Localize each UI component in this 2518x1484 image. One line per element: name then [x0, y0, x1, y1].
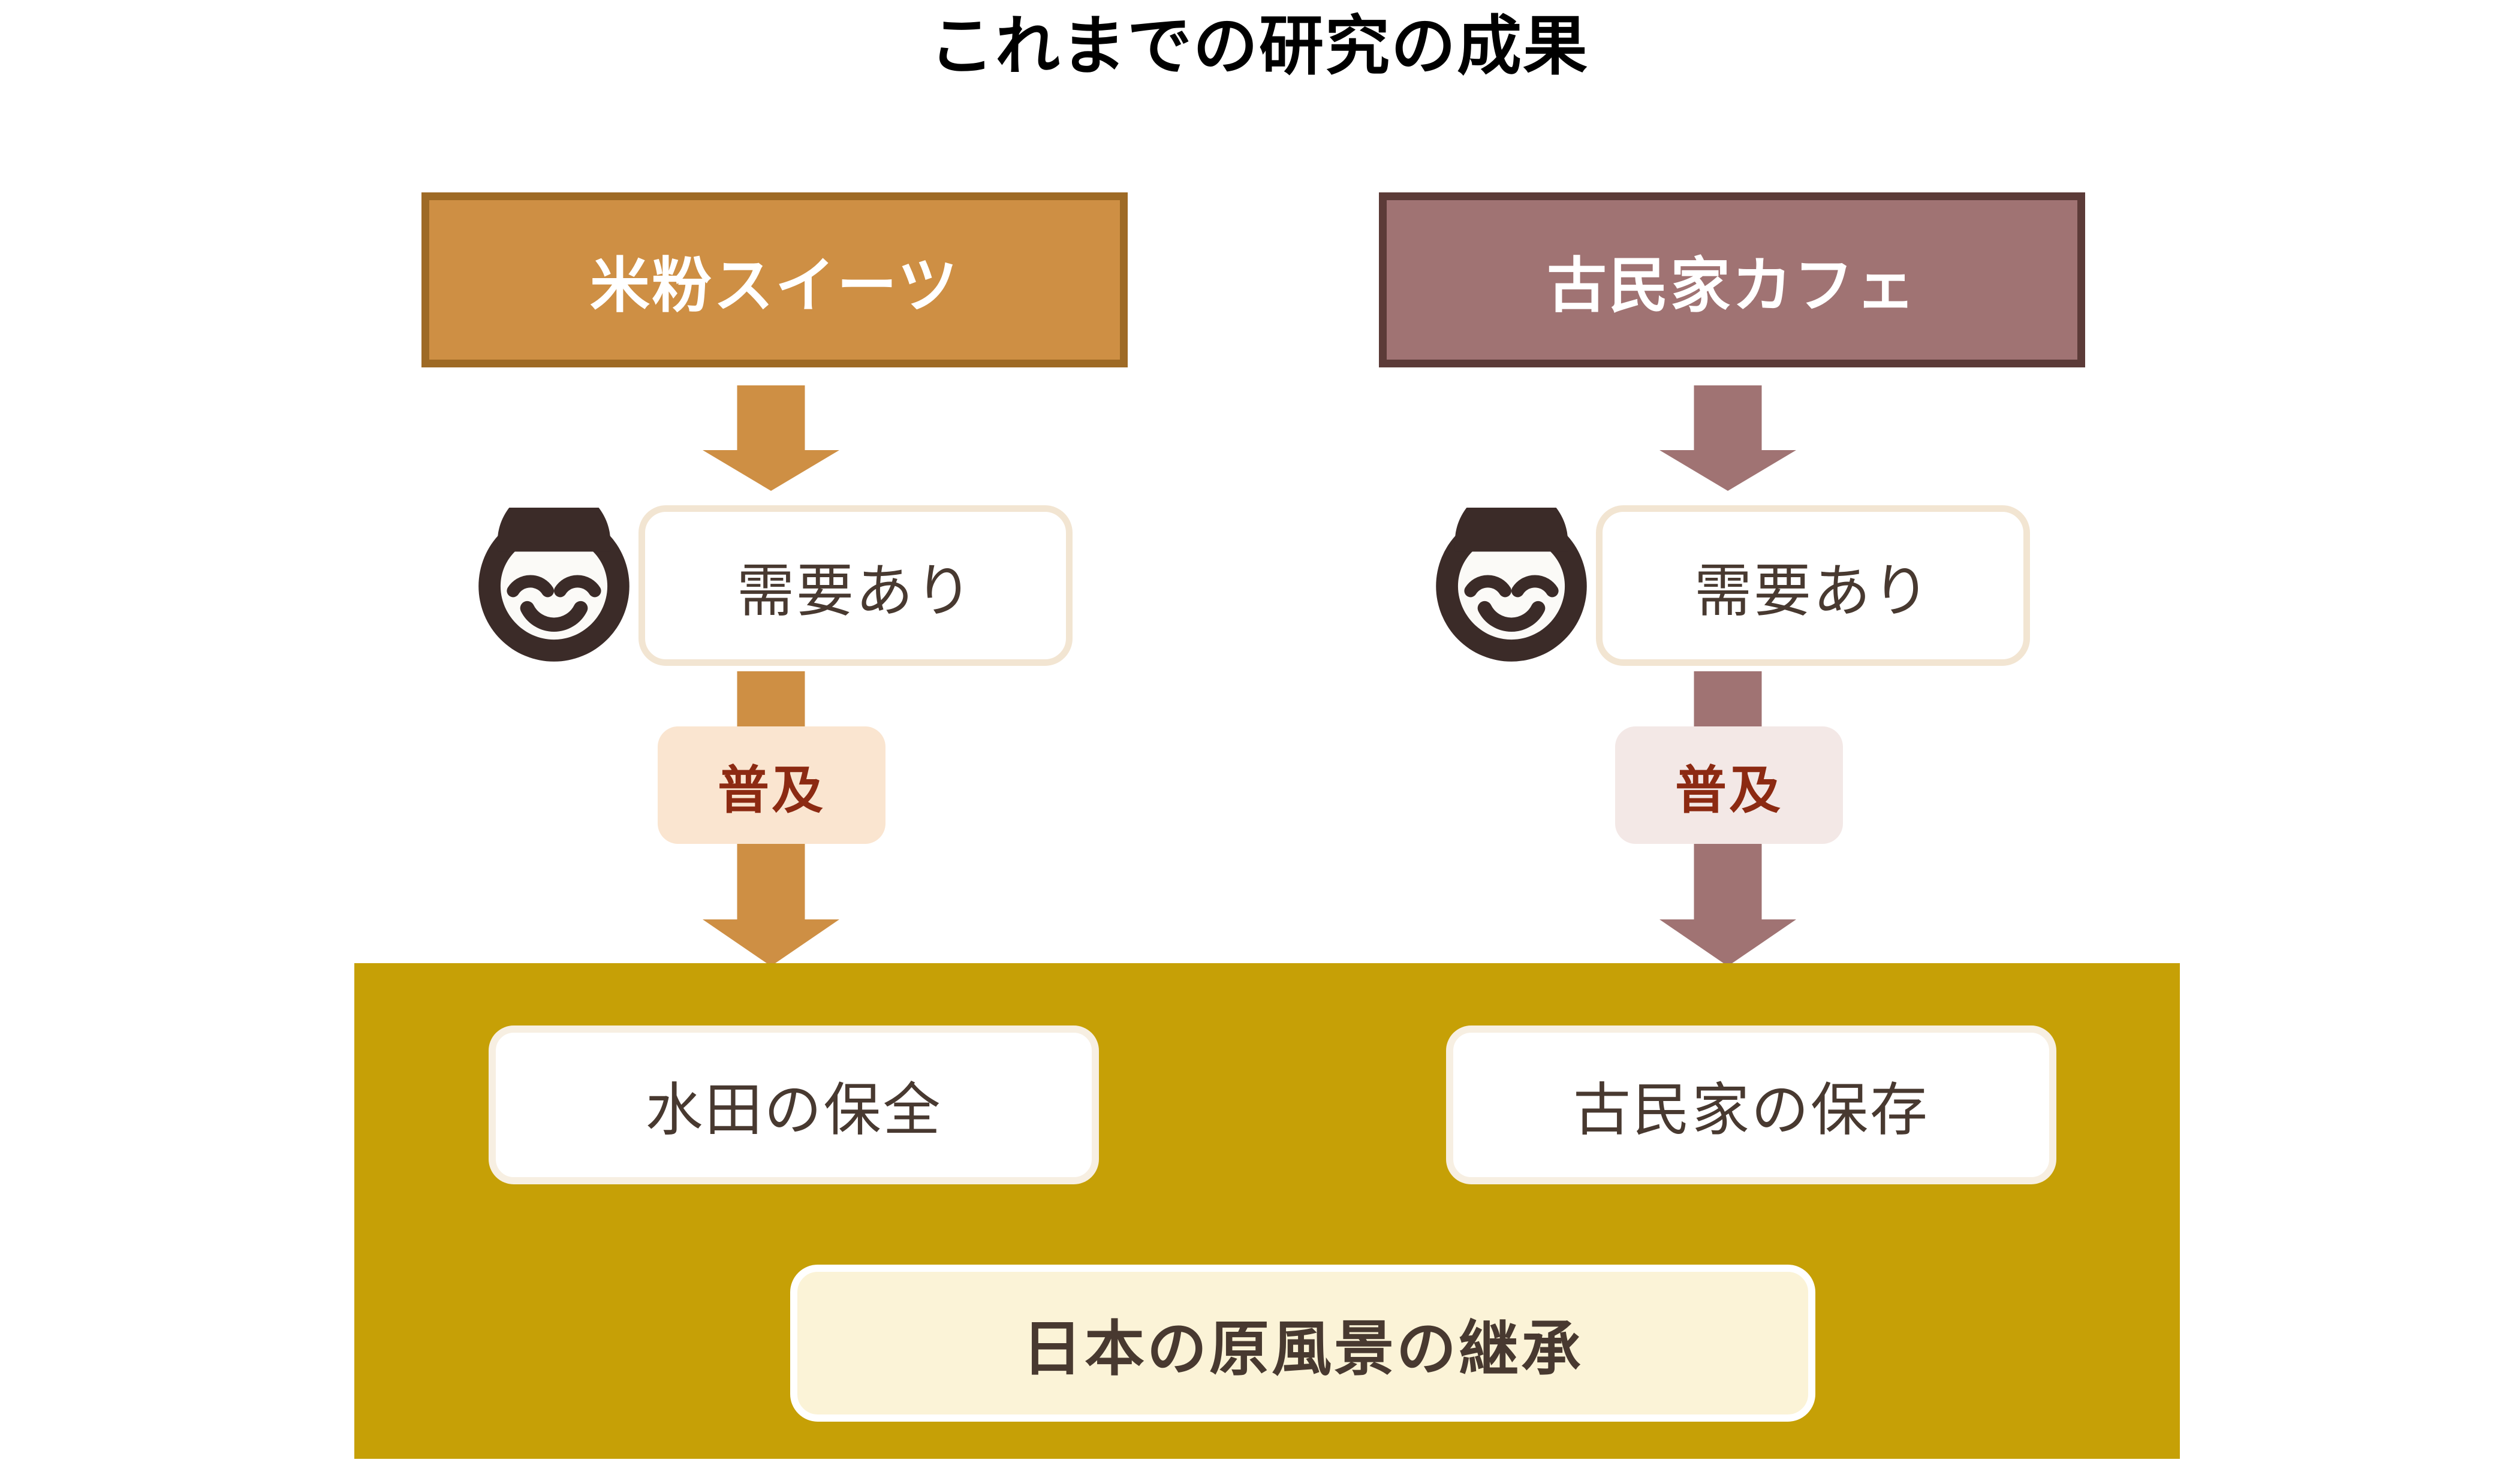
demand-box-cafe[interactable]: 需要あり [1596, 505, 2030, 666]
page-title: これまでの研究の成果 [929, 9, 1589, 84]
down-arrow-icon-cafe-to-demand [1659, 385, 1796, 491]
arrow-head [703, 450, 839, 491]
arrow-head [1659, 450, 1796, 491]
arrow-shaft [737, 385, 805, 453]
result-box-paddy-preservation[interactable]: 水田の保全 [489, 1025, 1099, 1184]
spread-label-cafe: 普及 [1615, 726, 1843, 844]
down-arrow-icon-rice-to-demand [703, 385, 839, 491]
smiling-face-icon-cafe [1433, 485, 1590, 665]
result-box-kominka-preservation[interactable]: 古民家の保存 [1446, 1025, 2056, 1184]
category-header-kominka-cafe[interactable]: 古民家カフェ [1379, 192, 2085, 367]
spread-label-rice: 普及 [658, 726, 885, 844]
arrow-shaft [1694, 385, 1762, 453]
demand-box-rice[interactable]: 需要あり [638, 505, 1073, 666]
category-header-rice-flour-sweets[interactable]: 米粉スイーツ [421, 192, 1128, 367]
arrow-head [1659, 919, 1796, 966]
arrow-head [703, 919, 839, 966]
smiling-face-icon-rice [475, 485, 632, 665]
outcome-legacy-box[interactable]: 日本の原風景の継承 [790, 1265, 1815, 1422]
